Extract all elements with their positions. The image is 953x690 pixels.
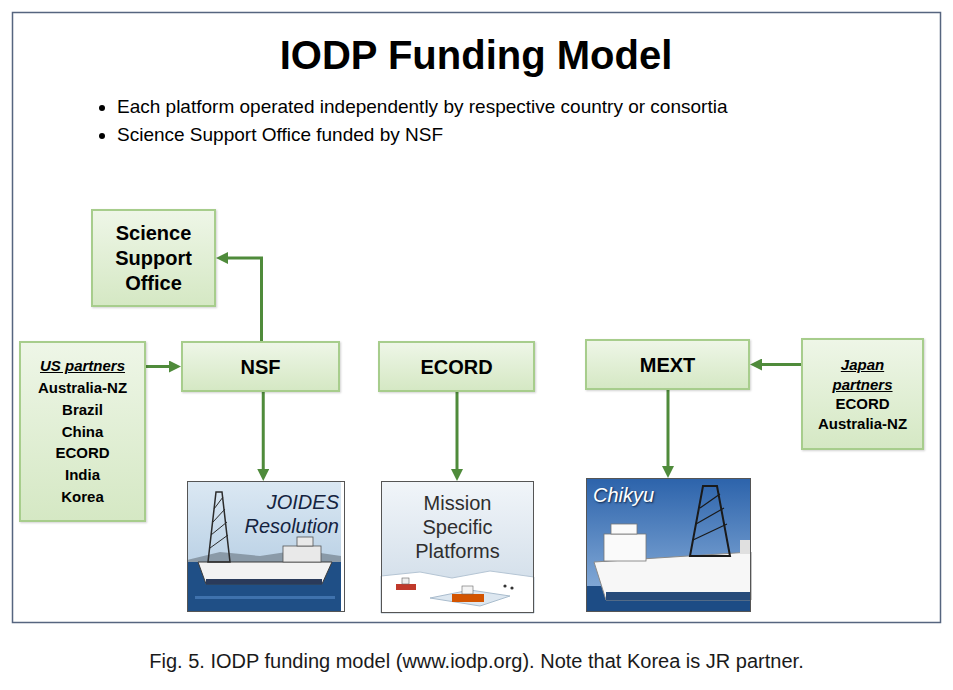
ship-cabin xyxy=(462,586,473,594)
ship-cabin xyxy=(402,578,409,584)
superstructure xyxy=(604,534,646,561)
partner-name: China xyxy=(62,421,104,443)
partner-name: Korea xyxy=(61,486,104,508)
partner-name: Australia-NZ xyxy=(818,414,907,434)
hull-stripe xyxy=(606,592,751,600)
chikyu-ship-picture xyxy=(586,478,751,612)
platform-picture: Chikyu xyxy=(586,478,751,612)
group-heading: US partners xyxy=(40,355,125,377)
platform-picture: JOIDES Resolution xyxy=(187,481,345,612)
funder-box: NSF xyxy=(181,341,340,392)
arrow-connector xyxy=(667,390,670,472)
funder-box: ECORD xyxy=(378,341,535,392)
box-label: NSF xyxy=(241,355,281,379)
hull-stripe xyxy=(206,579,322,584)
joides-ship-picture xyxy=(187,481,341,612)
arrow-connector xyxy=(456,392,459,475)
platform-name: JOIDES Resolution xyxy=(232,490,339,538)
bullet-note: Science Support Office funded by NSF xyxy=(117,121,727,149)
sky xyxy=(586,478,751,612)
bridge xyxy=(297,537,313,546)
partner-name: Australia-NZ xyxy=(38,377,127,399)
derrick xyxy=(690,486,730,556)
box-label: Science Support Office xyxy=(99,221,208,296)
arrow-connector xyxy=(146,365,175,368)
partner-name: India xyxy=(65,464,100,486)
bullet-list: Each platform operated independently by … xyxy=(95,93,727,149)
arrow-connector xyxy=(756,363,801,366)
partner-name: ECORD xyxy=(835,394,889,414)
platform-name: Chikyu xyxy=(593,483,654,507)
ice-floe xyxy=(381,571,534,613)
platform-name: Mission Specific Platforms xyxy=(406,491,510,563)
outer-frame xyxy=(13,13,941,623)
figure-caption: Fig. 5. IODP funding model (www.iodp.org… xyxy=(0,650,953,673)
arrow-connector xyxy=(222,258,262,341)
platform-picture: Mission Specific Platforms xyxy=(381,481,534,613)
funder-box: MEXT xyxy=(585,339,750,390)
bullet-note: Each platform operated independently by … xyxy=(117,93,727,121)
bridge xyxy=(611,524,637,534)
ice-platform-picture xyxy=(381,481,534,613)
group-heading: Japan partners xyxy=(828,355,898,394)
derrick-bracing xyxy=(693,494,727,540)
superstructure xyxy=(283,546,321,562)
figure-dot xyxy=(503,584,506,587)
derrick-bracing xyxy=(210,497,228,548)
diagram-title: IODP Funding Model xyxy=(12,33,940,78)
box-label: MEXT xyxy=(640,353,696,377)
ship-hull xyxy=(396,584,416,590)
sea xyxy=(187,562,341,612)
partner-list-box: Japan partnersECORDAustralia-NZ xyxy=(801,338,924,450)
wave xyxy=(195,596,335,599)
ice-ground xyxy=(381,481,534,613)
arrow-connector xyxy=(262,392,265,475)
partner-list-box: US partnersAustralia-NZBrazilChinaECORDI… xyxy=(19,341,146,522)
partner-name: Brazil xyxy=(62,399,103,421)
box-label: ECORD xyxy=(420,355,492,379)
ship-hull xyxy=(452,594,484,602)
crane xyxy=(740,540,750,554)
figure-dot xyxy=(510,586,513,589)
sky xyxy=(187,481,341,612)
office-box: Science Support Office xyxy=(91,209,216,307)
hull xyxy=(198,562,332,584)
partner-name: ECORD xyxy=(55,442,109,464)
derrick xyxy=(208,492,230,562)
